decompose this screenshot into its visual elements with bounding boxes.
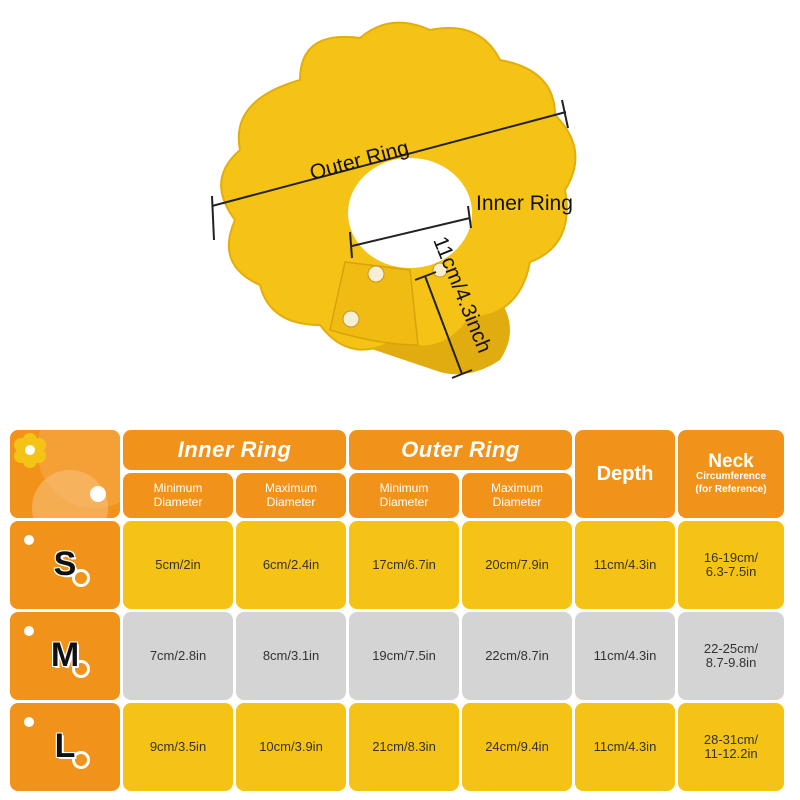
dot-icon — [24, 717, 34, 727]
table-cell: 9cm/3.5in — [123, 703, 233, 791]
neck-header: Neck Circumference (for Reference) — [678, 430, 784, 518]
dot-icon — [24, 535, 34, 545]
snap-button-icon — [367, 265, 385, 283]
table-cell: 8cm/3.1in — [236, 612, 346, 700]
neck-line-1: 16-19cm/ — [703, 550, 759, 566]
neck-line-2: 11-12.2in — [704, 746, 758, 761]
table-cell: 11cm/4.3in — [575, 703, 675, 791]
table-cell-neck: 22-25cm/ 8.7-9.8in — [678, 612, 784, 700]
table-cell: 20cm/7.9in — [462, 521, 572, 609]
table-cell: 5cm/2in — [123, 521, 233, 609]
inner-ring-header: Inner Ring — [123, 430, 346, 470]
outer-min-diameter-header: Minimum Diameter — [349, 473, 459, 518]
snap-button-icon — [432, 262, 448, 278]
header-text: Diameter — [492, 494, 542, 509]
neck-line-1: 28-31cm/ — [703, 732, 759, 748]
outer-max-diameter-header: Maximum Diameter — [462, 473, 572, 518]
ring-icon — [72, 751, 90, 769]
header-text: Diameter — [153, 494, 203, 509]
dot-icon — [24, 626, 34, 636]
collar-illustration: Outer Ring Inner Ring 11cm/4.3inch — [211, 21, 577, 379]
header-text: Minimum — [153, 480, 203, 495]
depth-line — [424, 275, 463, 375]
inner-min-diameter-header: Minimum Diameter — [123, 473, 233, 518]
inner-max-diameter-header: Maximum Diameter — [236, 473, 346, 518]
neck-line-1: 22-25cm/ — [703, 641, 759, 657]
table-cell: 11cm/4.3in — [575, 521, 675, 609]
neck-line-2: 6.3-7.5in — [705, 564, 757, 579]
size-label-m: M — [10, 612, 120, 700]
outer-ring-header: Outer Ring — [349, 430, 572, 470]
depth-header: Depth — [575, 430, 675, 518]
flower-collar-icon — [14, 430, 120, 518]
inner-ring-label: Inner Ring — [476, 192, 573, 215]
size-label-l: L — [10, 703, 120, 791]
size-letter: L — [54, 727, 76, 766]
header-text: Maximum — [264, 480, 317, 495]
table-cell: 11cm/4.3in — [575, 612, 675, 700]
size-label-s: S — [10, 521, 120, 609]
product-diagram: Outer Ring Inner Ring 11cm/4.3inch — [211, 21, 577, 379]
neck-title: Neck — [708, 450, 754, 472]
table-cell-neck: 16-19cm/ 6.3-7.5in — [678, 521, 784, 609]
header-text: Diameter — [379, 494, 429, 509]
table-cell: 24cm/9.4in — [462, 703, 572, 791]
table-cell: 21cm/8.3in — [349, 703, 459, 791]
header-text: Diameter — [266, 494, 316, 509]
snap-button-icon — [342, 310, 360, 328]
table-cell: 6cm/2.4in — [236, 521, 346, 609]
size-letter: M — [50, 636, 80, 675]
neck-subtitle-2: (for Reference) — [695, 483, 767, 495]
neck-line-2: 8.7-9.8in — [705, 655, 757, 670]
outer-ring-line — [211, 111, 567, 207]
header-text: Maximum — [490, 480, 543, 495]
neck-subtitle-1: Circumference — [695, 471, 767, 483]
ring-icon — [72, 660, 90, 678]
size-letter: S — [53, 545, 77, 584]
table-cell: 19cm/7.5in — [349, 612, 459, 700]
size-chart-table: Inner Ring Outer Ring Depth Neck Circumf… — [10, 430, 784, 791]
corner-logo — [10, 430, 120, 518]
table-cell: 10cm/3.9in — [236, 703, 346, 791]
table-cell-neck: 28-31cm/ 11-12.2in — [678, 703, 784, 791]
header-text: Minimum — [379, 480, 429, 495]
table-cell: 22cm/8.7in — [462, 612, 572, 700]
inner-ring-line — [351, 217, 471, 247]
ring-icon — [72, 569, 90, 587]
table-cell: 17cm/6.7in — [349, 521, 459, 609]
table-cell: 7cm/2.8in — [123, 612, 233, 700]
